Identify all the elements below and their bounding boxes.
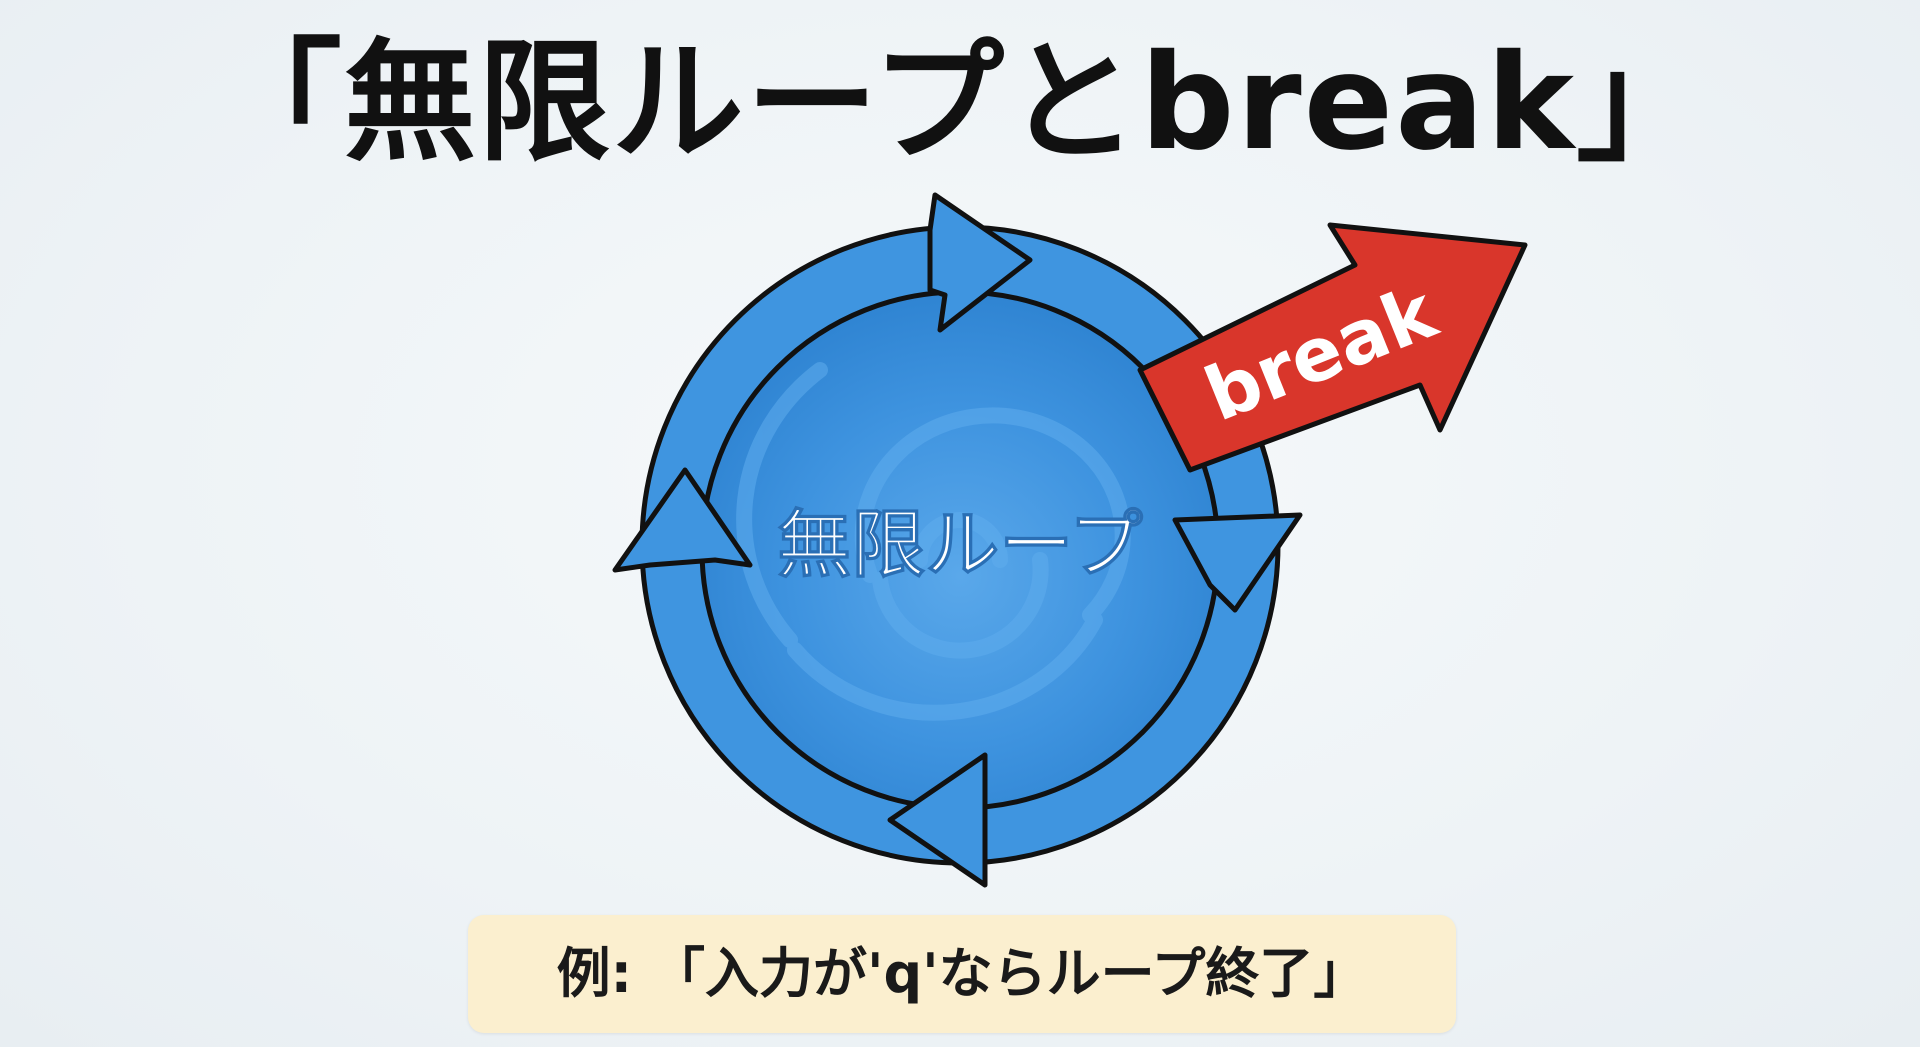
loop-center-label: 無限ループ xyxy=(777,502,1143,588)
swirl-decoration xyxy=(736,362,1131,721)
break-arrow xyxy=(1137,222,1528,473)
example-text: 例: 「入力が'q'ならループ終了」 xyxy=(556,942,1368,1005)
loop-arrowheads xyxy=(612,192,1303,888)
page-title: 「無限ループとbreak」 xyxy=(209,26,1711,180)
example-callout: 例: 「入力が'q'ならループ終了」 xyxy=(468,915,1456,1033)
